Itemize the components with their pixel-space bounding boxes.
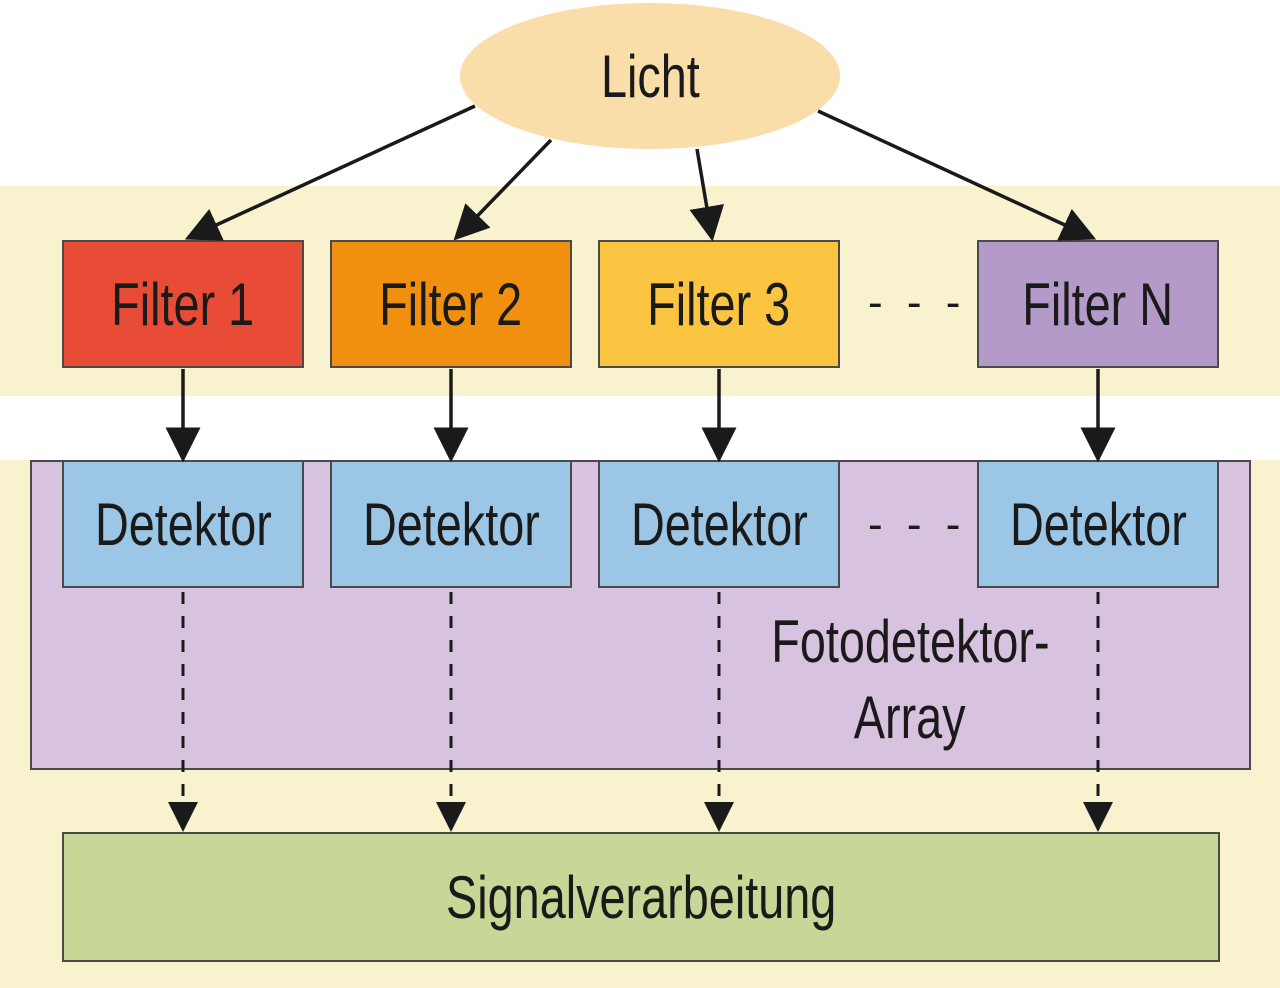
detector-2-label: Detektor bbox=[362, 490, 540, 558]
filter-2: Filter 2 bbox=[330, 240, 572, 368]
detector-1-label: Detektor bbox=[94, 490, 272, 558]
detector-n: Detektor bbox=[977, 462, 1219, 588]
detector-1: Detektor bbox=[62, 462, 304, 588]
arrow-light-filter-1 bbox=[184, 104, 476, 241]
signal-processing-label: Signalverarbeitung bbox=[445, 863, 837, 931]
arrow-light-filter-3 bbox=[689, 148, 725, 242]
signal-processing-block: Signalverarbeitung bbox=[62, 832, 1220, 962]
array-label-line1: Fotodetektor- bbox=[770, 608, 1050, 675]
filter-3-label: Filter 3 bbox=[647, 270, 791, 338]
detector-n-label: Detektor bbox=[1009, 490, 1187, 558]
light-source-label: Licht bbox=[600, 42, 700, 110]
detector-3-label: Detektor bbox=[630, 490, 808, 558]
photodetector-array-label: Fotodetektor- Array bbox=[730, 604, 1090, 756]
arrow-light-filter-2 bbox=[453, 138, 553, 241]
detector-2: Detektor bbox=[330, 462, 572, 588]
filter-1: Filter 1 bbox=[62, 240, 304, 368]
detector-3: Detektor bbox=[598, 462, 840, 588]
filter-2-label: Filter 2 bbox=[379, 270, 523, 338]
filter-n-label: Filter N bbox=[1022, 270, 1174, 338]
arrow-light-filter-n bbox=[817, 109, 1097, 241]
detector-ellipsis: - - - bbox=[868, 500, 967, 549]
array-label-line2: Array bbox=[854, 684, 966, 751]
filter-1-label: Filter 1 bbox=[111, 270, 255, 338]
light-source: Licht bbox=[460, 3, 840, 149]
filter-3: Filter 3 bbox=[598, 240, 840, 368]
filter-n: Filter N bbox=[977, 240, 1219, 368]
filter-ellipsis: - - - bbox=[868, 278, 967, 327]
